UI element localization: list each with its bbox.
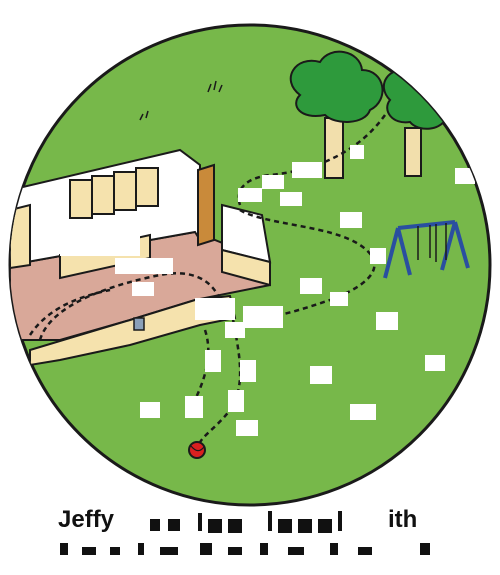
caption-second-line-occluded	[60, 543, 440, 555]
kitchen-cabinets	[69, 167, 159, 219]
house-front-wall	[29, 294, 237, 367]
house-doorway	[197, 163, 215, 247]
occluder-patches	[60, 145, 475, 436]
caption-occluded-fragments	[128, 505, 388, 535]
swing-set-icon	[383, 220, 470, 279]
caption-first-word: Jeffy	[58, 506, 115, 533]
scene-contents	[10, 50, 475, 459]
caption-last-fragment: ith	[388, 506, 418, 533]
house-left-wall	[10, 203, 31, 270]
red-ball-icon	[188, 441, 206, 459]
tree-icon	[289, 50, 384, 179]
